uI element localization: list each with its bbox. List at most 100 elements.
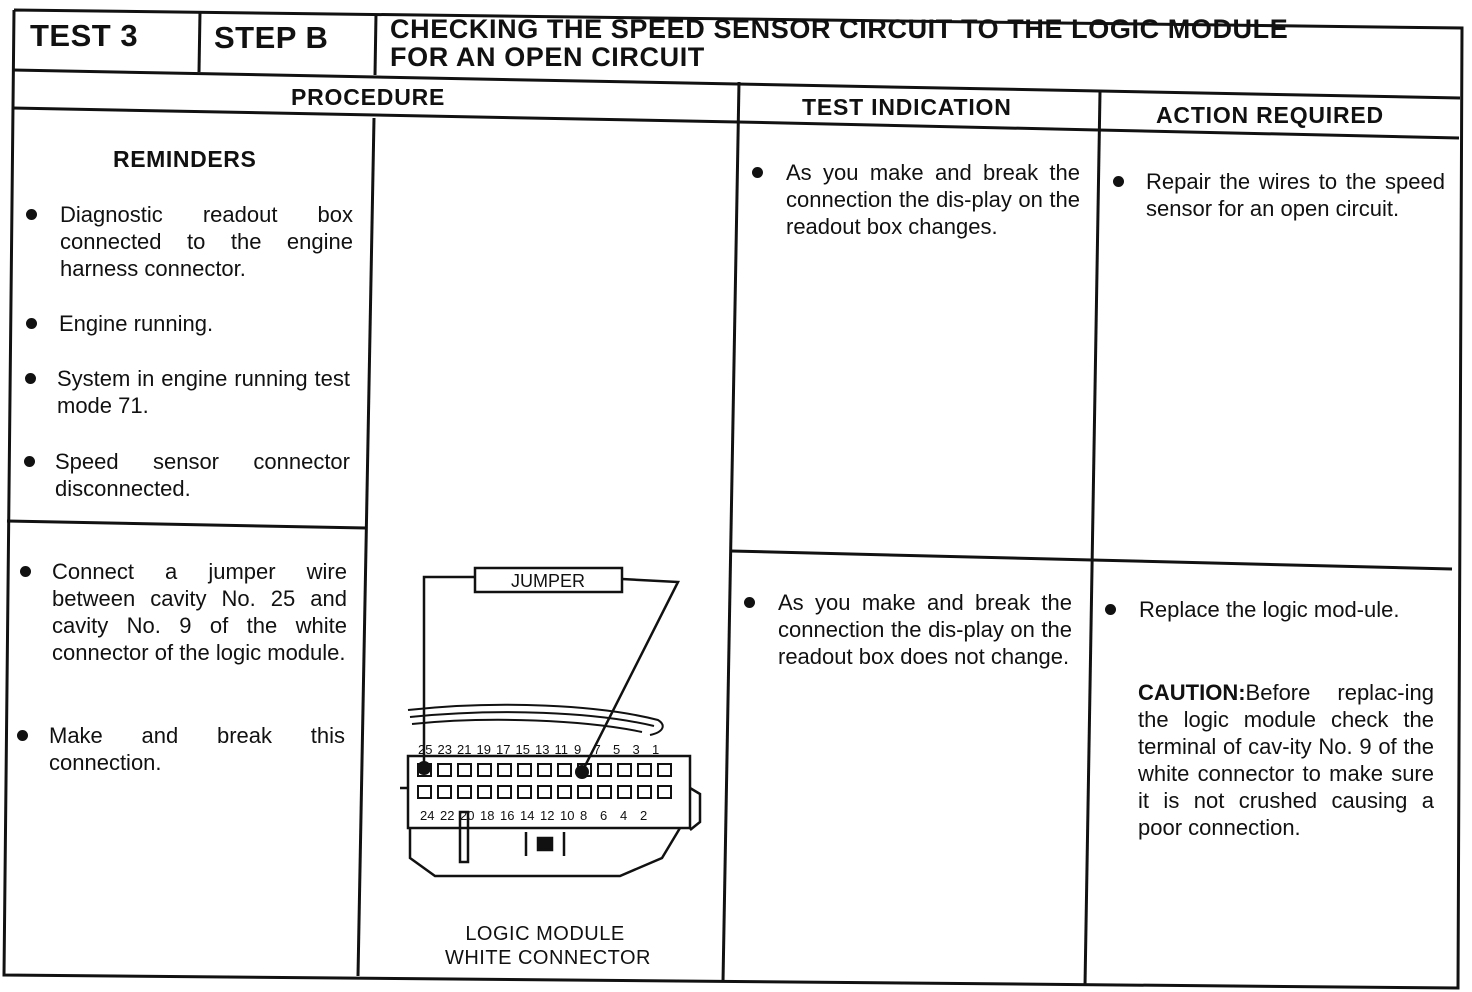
procedure-step-text: Make and break this connection.: [49, 723, 345, 775]
action-item: Repair the wires to the speed sensor for…: [1113, 168, 1445, 222]
procedure-column-header: PROCEDURE: [291, 84, 446, 110]
reminder-text: System in engine running test mode 71.: [57, 366, 350, 418]
cavity-slot: [417, 785, 432, 799]
cavity-number: 19: [477, 742, 491, 757]
cavity-number: 5: [613, 742, 620, 757]
bullet-icon: [24, 456, 35, 467]
cavity-number: 16: [500, 808, 514, 823]
procedure-step: Connect a jumper wire between cavity No.…: [20, 558, 347, 666]
test-indication-text: As you make and break the connection the…: [786, 160, 1080, 239]
caution-note: CAUTION:Before replac-ing the logic modu…: [1138, 679, 1434, 841]
cavity-slot: [477, 785, 492, 799]
bullet-icon: [26, 209, 37, 220]
cavity-number: 8: [580, 808, 587, 823]
reminder-item: System in engine running test mode 71.: [25, 365, 350, 419]
bullet-icon: [752, 167, 763, 178]
procedure-step-text: Connect a jumper wire between cavity No.…: [52, 559, 347, 665]
bullet-icon: [1113, 176, 1124, 187]
reminder-item: Engine running.: [26, 310, 353, 337]
cavity-number: 20: [460, 808, 474, 823]
connector-key: [536, 836, 554, 852]
cavity-slot: [537, 763, 552, 777]
cavity-slot: [517, 763, 532, 777]
figure-caption-line-1: LOGIC MODULE: [465, 923, 625, 945]
cavity-slot: [437, 763, 452, 777]
cavity-number: 21: [457, 742, 471, 757]
jumper-label: JUMPER: [511, 571, 585, 591]
cavity-number: 11: [555, 742, 569, 757]
jumper-label-box: [473, 566, 624, 594]
cavity-number: 18: [480, 808, 494, 823]
cavity-number: 25: [418, 742, 432, 757]
cavity-slot: [437, 785, 452, 799]
cavity-number: 2: [640, 808, 647, 823]
test-indication-item: As you make and break the connection the…: [752, 159, 1080, 240]
procedure-step: Make and break this connection.: [17, 722, 345, 776]
cavity-slot: [477, 763, 492, 777]
cavity-slot: [657, 785, 672, 799]
cavity-number: 6: [600, 808, 607, 823]
cavity-slot: [457, 785, 472, 799]
cavity-number: 17: [496, 742, 510, 757]
bullet-icon: [26, 318, 37, 329]
test-indication-text: As you make and break the connection the…: [778, 590, 1072, 669]
action-text: Repair the wires to the speed sensor for…: [1146, 169, 1445, 221]
cavity-slot: [577, 785, 592, 799]
cavity-slot: [517, 785, 532, 799]
cavity-number: 13: [535, 742, 549, 757]
bullet-icon: [1105, 604, 1116, 615]
bullet-icon: [25, 373, 36, 384]
reminder-item: Speed sensor connector disconnected.: [24, 448, 350, 502]
cavity-25-jumper-end: [417, 761, 431, 775]
step-label: STEP B: [214, 20, 329, 55]
reminder-text: Engine running.: [59, 311, 214, 336]
bullet-icon: [20, 566, 31, 577]
connector-body: [406, 754, 692, 830]
cavity-number: 1: [652, 742, 659, 757]
cavity-slot: [617, 763, 632, 777]
cavity-slot: [597, 785, 612, 799]
bullet-icon: [17, 730, 28, 741]
caution-paragraph: CAUTION:Before replac-ing the logic modu…: [1138, 679, 1434, 841]
cavity-slot: [597, 763, 612, 777]
jumper-wire-left: [422, 575, 475, 768]
jumper-wire-right: [580, 577, 680, 773]
cavity-9-jumper-end: [575, 765, 589, 779]
cavity-slot: [557, 763, 572, 777]
cavity-number: 22: [440, 808, 454, 823]
cavity-slot: [617, 785, 632, 799]
cavity-number: 10: [560, 808, 574, 823]
cavity-slot: [497, 763, 512, 777]
reminder-text: Diagnostic readout box connected to the …: [60, 202, 353, 281]
action-required-column-header: ACTION REQUIRED: [1156, 102, 1384, 128]
action-item: Replace the logic mod-ule.: [1105, 596, 1435, 623]
reminders-heading: REMINDERS: [113, 146, 257, 172]
figure-caption-line-2: WHITE CONNECTOR: [444, 947, 651, 969]
cavity-slot: [557, 785, 572, 799]
test-number: TEST 3: [30, 18, 139, 53]
cavity-number: 14: [520, 808, 534, 823]
page-title-line-2: FOR AN OPEN CIRCUIT: [390, 42, 705, 72]
cavity-number: 12: [540, 808, 554, 823]
cavity-number: 9: [574, 742, 581, 757]
action-text: Replace the logic mod-ule.: [1139, 597, 1400, 622]
cavity-number: 3: [633, 742, 640, 757]
reminder-text: Speed sensor connector disconnected.: [55, 449, 350, 501]
bullet-icon: [744, 597, 755, 608]
reminder-item: Diagnostic readout box connected to the …: [26, 201, 353, 282]
cavity-number: 24: [420, 808, 434, 823]
cavity-slot: [537, 785, 552, 799]
harness-wires: [407, 703, 664, 736]
cavity-number: 7: [594, 742, 601, 757]
cavity-slot: [657, 763, 672, 777]
cavity-number: 15: [516, 742, 530, 757]
caution-text: Before replac-ing the logic module check…: [1138, 680, 1434, 840]
connector-lower-housing: [400, 786, 702, 878]
test-indication-item: As you make and break the connection the…: [744, 589, 1072, 670]
test-indication-column-header: TEST INDICATION: [802, 94, 1012, 120]
